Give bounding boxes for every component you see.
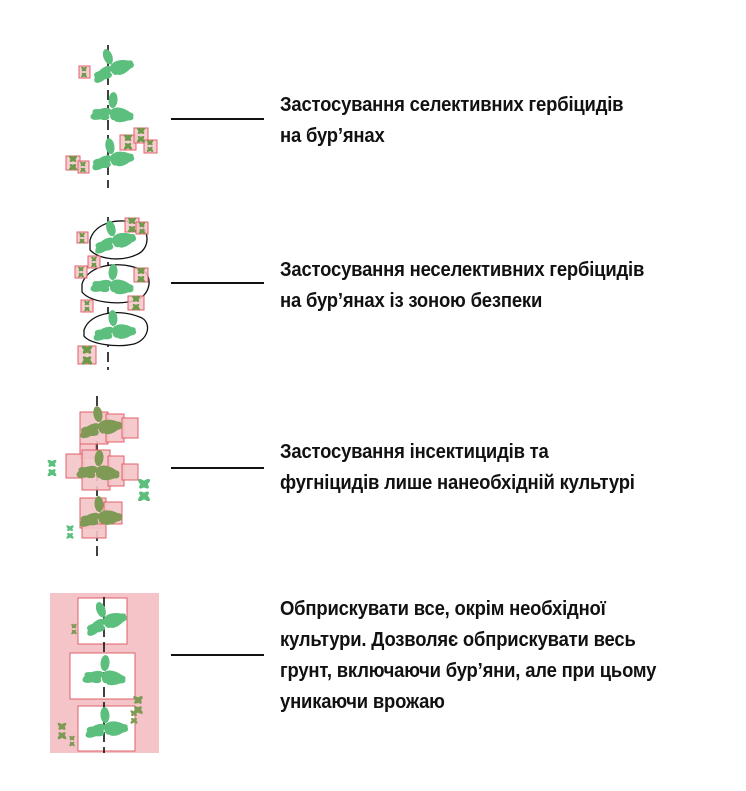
caption-line: Застосування селективних гербіцидів — [280, 93, 624, 116]
connector-line-2 — [171, 282, 264, 284]
caption-nonselective-herbicide: Застосування неселективних гербіцидів на… — [280, 254, 644, 316]
illustration-nonselective-herbicide — [50, 212, 170, 372]
caption-line: Застосування інсектицидів та — [280, 440, 549, 463]
caption-selective-herbicide: Застосування селективних гербіцидів на б… — [280, 89, 624, 151]
caption-line: уникаючи врожаю — [280, 690, 445, 713]
caption-line: грунт, включаючи бур’яни, але при цьому — [280, 659, 657, 682]
connector-line-4 — [171, 654, 264, 656]
caption-line: Застосування неселективних гербіцидів — [280, 258, 645, 281]
caption-insecticide-fungicide: Застосування інсектицидів та фугніцидів … — [280, 436, 635, 498]
caption-line: на бур’янах — [280, 124, 385, 147]
illustration-spray-except-crop — [50, 593, 160, 755]
connector-line-3 — [171, 467, 264, 469]
caption-line: культури. Дозволяє обприскувати весь — [280, 628, 636, 651]
caption-line: фугніцидів лише нанеобхідній культурі — [280, 471, 635, 494]
illustration-selective-herbicide — [50, 40, 170, 190]
caption-line: на бур’янах із зоною безпеки — [280, 289, 543, 312]
illustration-insecticide-fungicide — [40, 392, 170, 562]
connector-line-1 — [171, 118, 264, 120]
caption-line: Обприскувати все, окрім необхідної — [280, 597, 606, 620]
caption-spray-except-crop: Обприскувати все, окрім необхідної культ… — [280, 593, 656, 717]
